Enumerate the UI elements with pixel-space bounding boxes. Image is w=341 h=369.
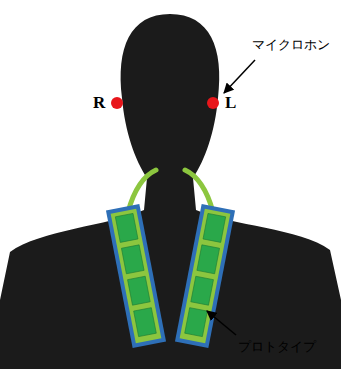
ear-side-label: R — [93, 93, 105, 113]
part-label: プロトタイプ — [238, 338, 316, 356]
left-ear-microphone — [207, 97, 219, 109]
right-ear-microphone — [111, 97, 123, 109]
leader-arrow — [207, 311, 236, 335]
leader-arrow — [224, 60, 255, 93]
prototype-bar — [106, 204, 166, 348]
person-silhouette — [0, 14, 341, 369]
ear-side-label: L — [225, 93, 236, 113]
part-label: マイクロホン — [252, 36, 330, 54]
prototype-bar — [175, 204, 235, 348]
